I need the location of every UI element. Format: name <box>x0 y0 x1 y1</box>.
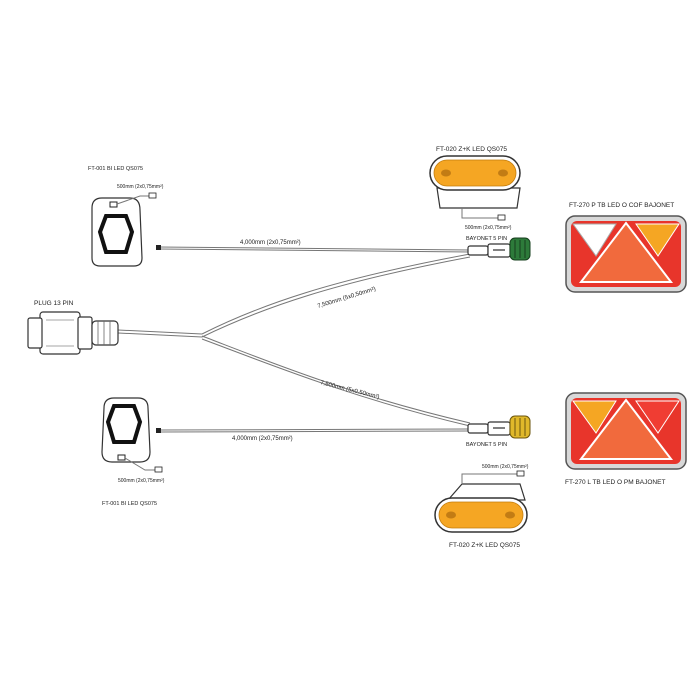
rear-lamp-top-amber-segment <box>635 223 680 257</box>
marker-lamp-bottom-lens <box>105 404 143 444</box>
marker-top-label: FT-001 BI LED QS075 <box>88 166 143 172</box>
cable-upper-branch-2 <box>201 256 471 338</box>
lamp-right-label: FT-270 P TB LED O COF BAJONET <box>569 202 674 209</box>
plug-13-pin <box>27 311 119 355</box>
rear-lamp-bottom-reflector-center <box>578 398 674 460</box>
cable-lower-branch-label: 7,500mm (5x0,50mm²) <box>320 380 380 401</box>
rear-lamp-bottom-amber-segment <box>572 400 617 434</box>
marker-lamp-bottom <box>101 397 163 473</box>
rear-lamp-bottom <box>565 392 687 470</box>
bayonet-connector-bottom <box>467 415 531 439</box>
side-bottom-label: FT-020 Z+K LED QS075 <box>449 542 520 549</box>
cable-bottom-main-2 <box>157 430 471 433</box>
rear-lamp-top <box>565 215 687 293</box>
cable-top-main-2 <box>157 248 471 253</box>
plug-label: PLUG 13 PIN <box>34 300 74 307</box>
lead-marker-top-label: 500mm (2x0,75mm²) <box>117 184 164 190</box>
marker-bottom-label: FT-001 BI LED QS075 <box>102 501 157 507</box>
cable-top-main <box>157 246 471 251</box>
bayonet-connector-top <box>467 237 531 261</box>
cable-lower-branch <box>201 335 471 424</box>
cable-top-main-label: 4,000mm (2x0,75mm²) <box>240 240 301 246</box>
cable-top-end-cap <box>156 245 161 250</box>
cable-bottom-main <box>157 428 471 431</box>
rear-lamp-bottom-red-segment <box>635 400 680 434</box>
cable-bottom-end-cap <box>156 428 161 433</box>
lead-side-top-label: 500mm (2x0,75mm²) <box>465 225 512 231</box>
lead-marker-bottom-label: 500mm (2x0,75mm²) <box>118 478 165 484</box>
marker-lamp-top-lens <box>97 214 135 254</box>
rear-lamp-top-reflector-center <box>578 221 674 283</box>
cable-lower-branch-2 <box>201 338 471 427</box>
bayonet-top-label: BAYONET 5 PIN <box>466 236 507 242</box>
side-marker-top <box>429 155 521 221</box>
lead-side-bottom-label: 500mm (2x0,75mm²) <box>482 464 529 470</box>
side-top-label: FT-020 Z+K LED QS075 <box>436 146 507 153</box>
rear-lamp-top-white-segment <box>572 223 617 257</box>
wires <box>117 245 471 433</box>
marker-lamp-top <box>91 192 157 267</box>
side-marker-bottom-lens <box>438 501 524 529</box>
cable-trunk <box>117 329 203 335</box>
side-marker-top-lens <box>433 159 517 187</box>
cable-upper-branch <box>201 253 471 335</box>
cable-trunk-2 <box>117 332 203 338</box>
lamp-left-label: FT-270 L TB LED O PM BAJONET <box>565 479 665 486</box>
side-marker-bottom <box>434 470 528 533</box>
bayonet-bottom-label: BAYONET 5 PIN <box>466 442 507 448</box>
cable-bottom-main-label: 4,000mm (2x0,75mm²) <box>232 436 293 442</box>
